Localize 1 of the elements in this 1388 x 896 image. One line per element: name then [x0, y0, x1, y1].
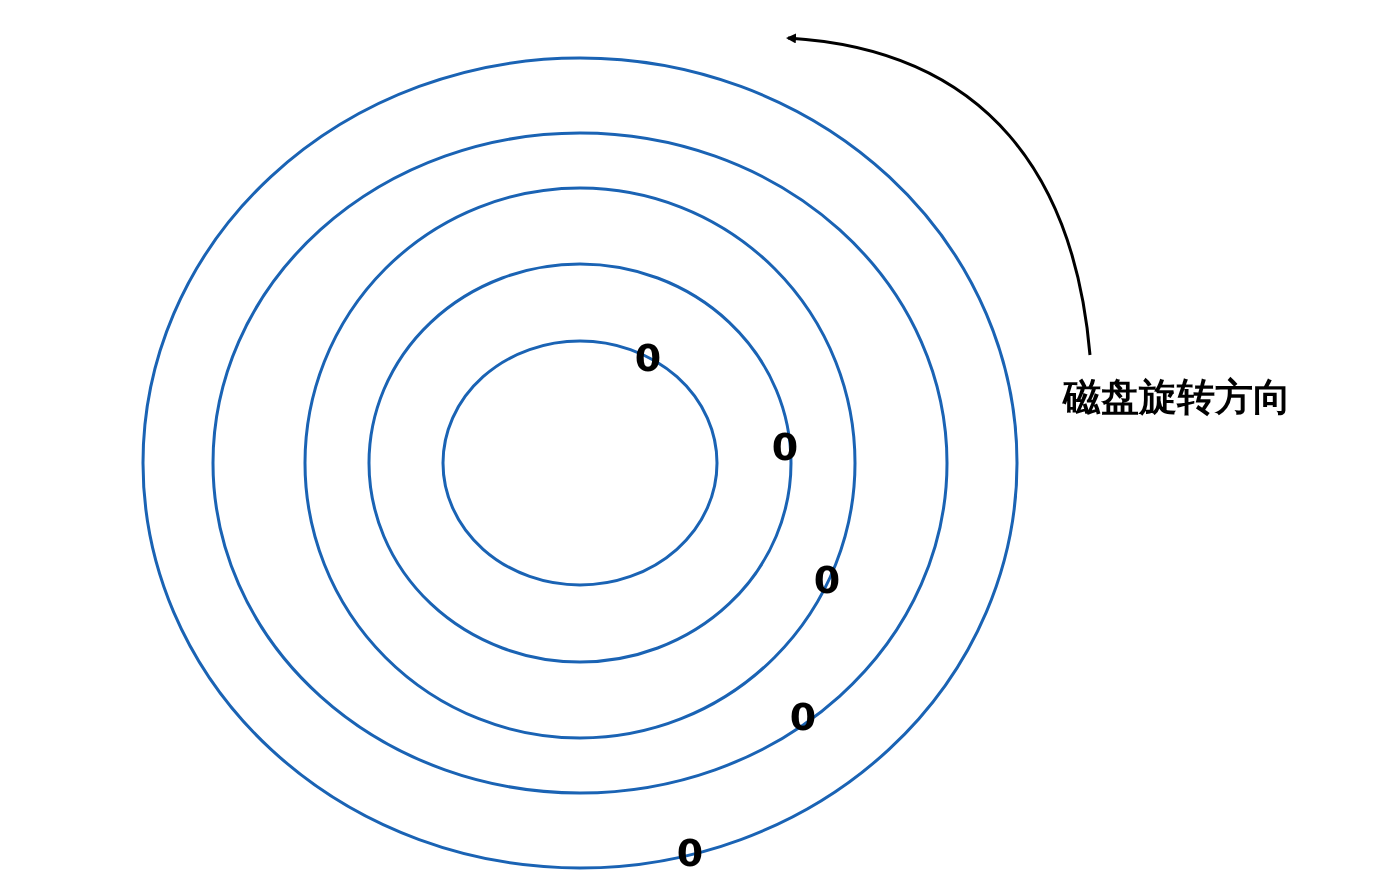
- rotation-direction-label: 磁盘旋转方向: [1063, 378, 1291, 416]
